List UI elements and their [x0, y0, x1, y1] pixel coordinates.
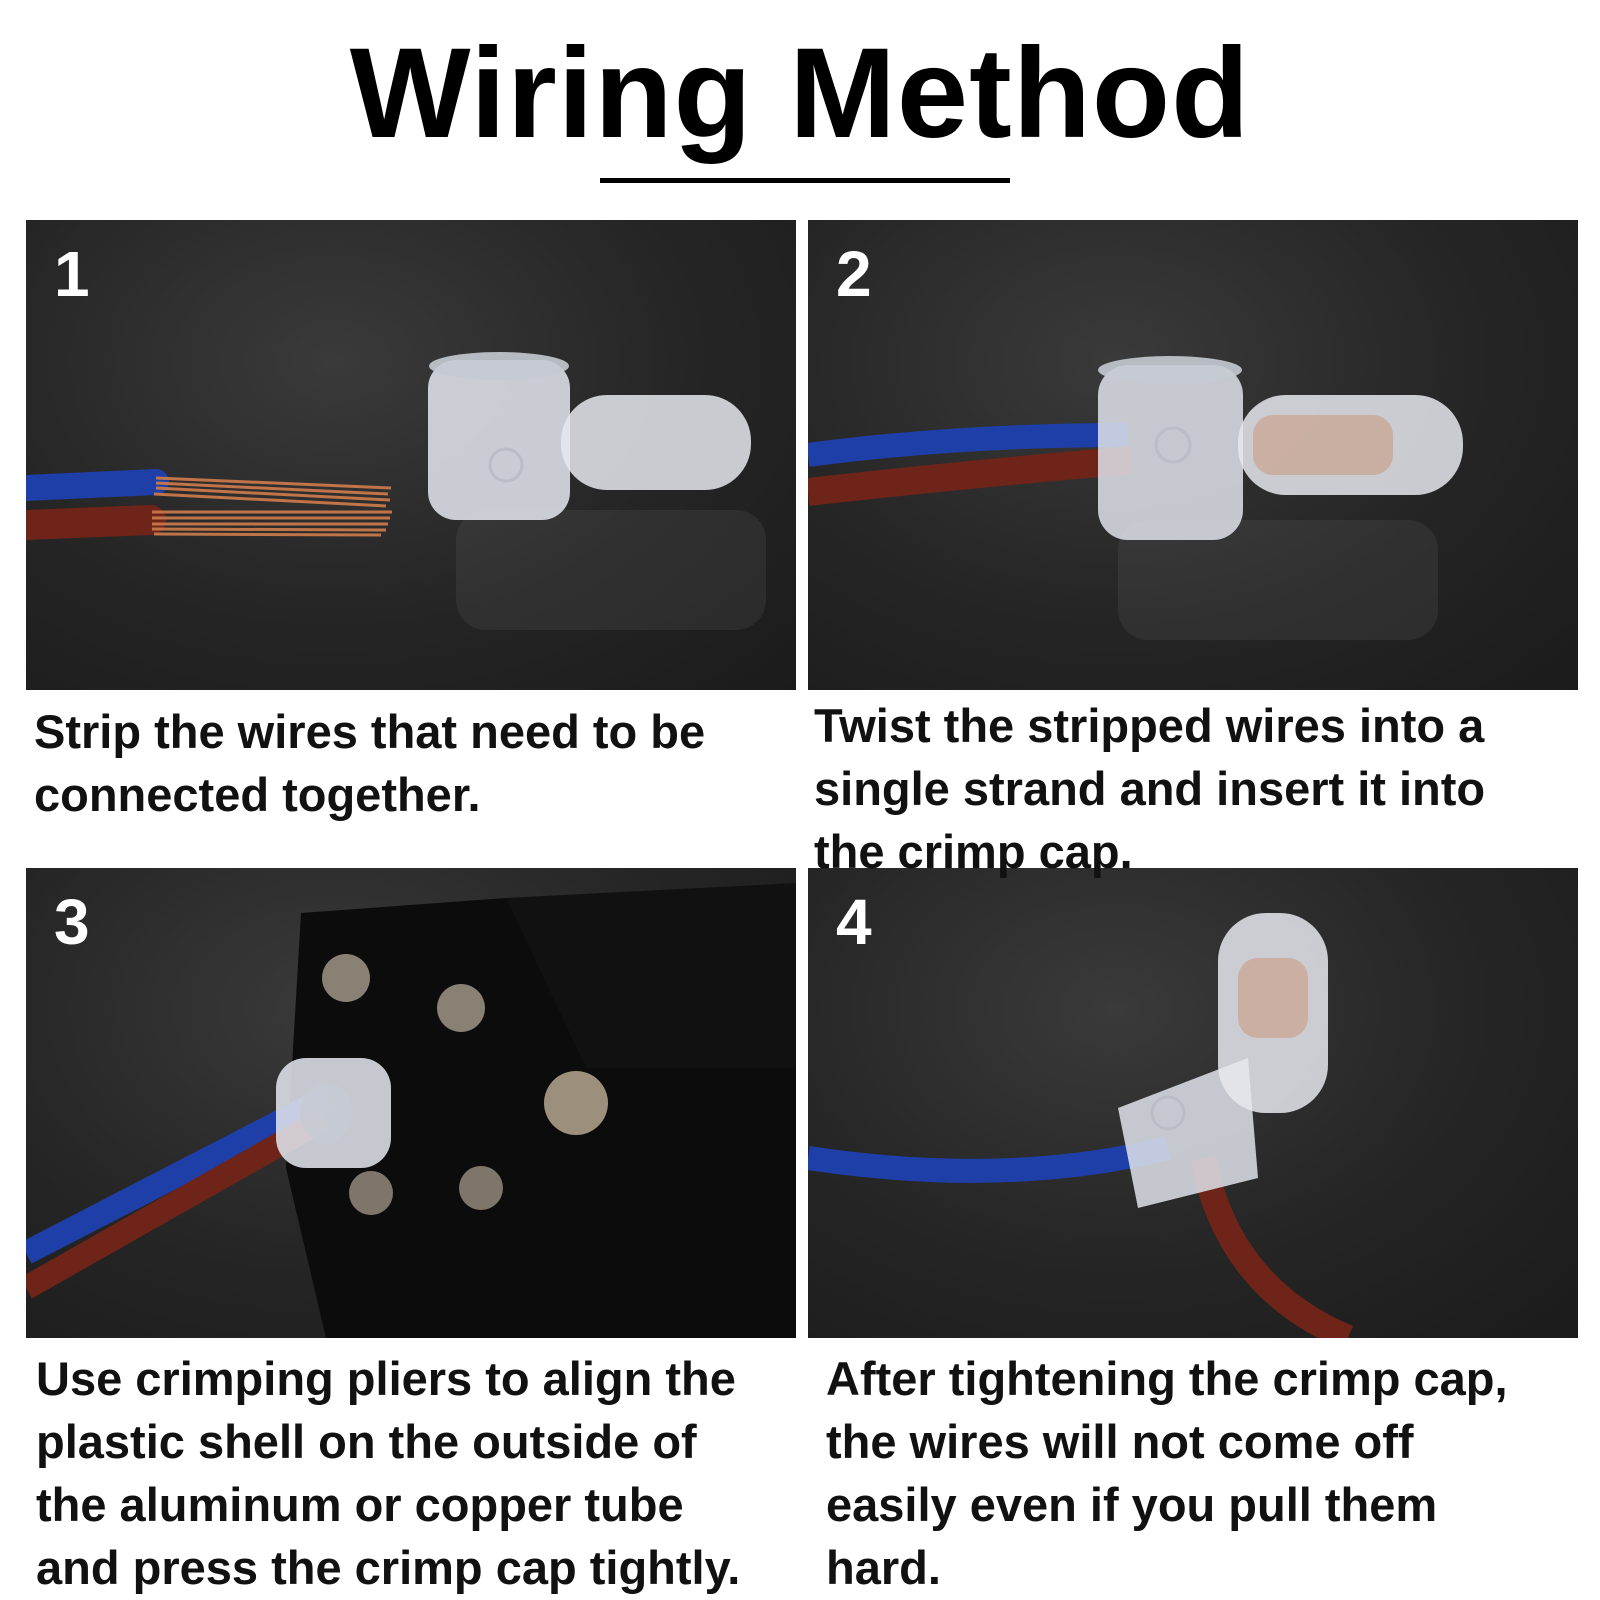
caption-line: Twist the stripped wires into a: [814, 699, 1485, 752]
caption-line: hard.: [826, 1541, 941, 1594]
caption-line: the wires will not come off: [826, 1415, 1414, 1468]
crimp-cap-icon: [1098, 356, 1463, 540]
caption-line: the aluminum or copper tube: [36, 1478, 684, 1531]
step-number: 2: [836, 238, 872, 310]
caption-line: the crimp cap.: [814, 825, 1133, 878]
caption-line: easily even if you pull them: [826, 1478, 1438, 1531]
step-1-photo: 1: [26, 220, 796, 690]
step-4-photo: 4: [808, 868, 1578, 1338]
crimping-pliers-illustration: [26, 883, 796, 1338]
step-1-caption: Strip the wires that need to be connecte…: [34, 700, 705, 826]
caption-line: single strand and insert it into: [814, 762, 1486, 815]
crimp-cap-icon: [428, 352, 751, 520]
crimp-cap-icon: [1118, 913, 1328, 1208]
caption-line: Use crimping pliers to align the: [36, 1352, 736, 1405]
step-2-caption: Twist the stripped wires into a single s…: [814, 694, 1485, 883]
caption-line: Strip the wires that need to be: [34, 705, 706, 758]
stripped-wires-and-cap-illustration: [26, 352, 766, 630]
caption-line: connected together.: [34, 768, 481, 821]
step-number: 1: [54, 238, 90, 310]
caption-line: and press the crimp cap tightly.: [36, 1541, 741, 1594]
step-4-caption: After tightening the crimp cap, the wire…: [826, 1347, 1508, 1599]
step-number: 4: [836, 886, 872, 958]
step-2-photo: 2: [808, 220, 1578, 690]
finished-crimp-illustration: [808, 913, 1354, 1338]
crimp-cap-icon: [276, 1058, 391, 1168]
page-title: Wiring Method: [349, 22, 1251, 165]
step-number: 3: [54, 886, 90, 958]
caption-line: plastic shell on the outside of: [36, 1415, 697, 1468]
inserted-wires-illustration: [808, 356, 1463, 640]
step-3-photo: 3: [26, 868, 796, 1338]
caption-line: After tightening the crimp cap,: [826, 1352, 1508, 1405]
step-3-caption: Use crimping pliers to align the plastic…: [36, 1347, 740, 1599]
title-underline: [600, 178, 1010, 183]
